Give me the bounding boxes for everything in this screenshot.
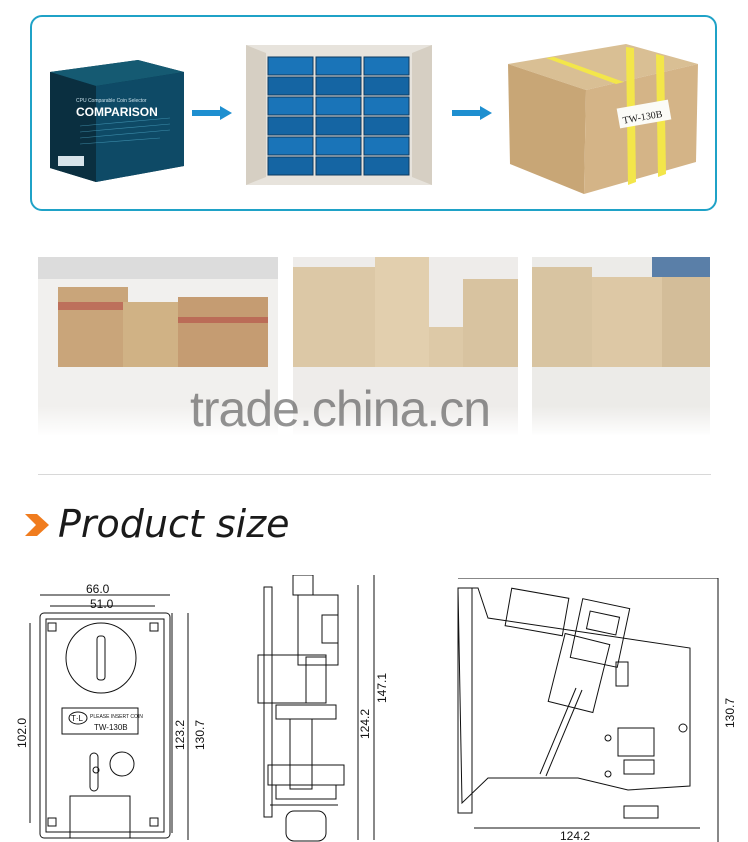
box-subtitle: CPU Comparable Coin Selector bbox=[76, 98, 147, 104]
retail-box-in-carton bbox=[315, 116, 362, 136]
retail-box-in-carton bbox=[315, 96, 362, 116]
open-carton-image bbox=[246, 45, 432, 185]
dim-side-height-outer: 147.1 bbox=[375, 673, 389, 703]
retail-box-in-carton bbox=[315, 56, 362, 76]
retail-box-in-carton bbox=[267, 116, 314, 136]
watermark-text: trade.china.cn bbox=[190, 381, 491, 437]
retail-box-image: CPU Comparable Coin Selector COMPARISON bbox=[50, 60, 184, 182]
retail-box-in-carton bbox=[267, 96, 314, 116]
box-brand: COMPARISON bbox=[76, 105, 158, 119]
arrow-right-icon bbox=[192, 106, 232, 120]
dim-side-height-inner: 124.2 bbox=[358, 709, 372, 739]
retail-box-in-carton bbox=[363, 76, 410, 96]
rear-view-drawing: 130.7 124.2 bbox=[457, 578, 737, 842]
retail-box-in-carton bbox=[363, 56, 410, 76]
retail-box-in-carton bbox=[363, 156, 410, 176]
side-view-drawing: 124.2 147.1 bbox=[257, 575, 389, 842]
retail-box-in-carton bbox=[267, 136, 314, 156]
warehouse-photo-1 bbox=[38, 257, 278, 435]
warehouse-photo-2 bbox=[293, 257, 518, 435]
plate-text: PLEASE INSERT COIN bbox=[90, 714, 143, 720]
plate-logo: T·L bbox=[71, 714, 84, 723]
retail-box-in-carton bbox=[267, 76, 314, 96]
retail-box-in-carton bbox=[267, 156, 314, 176]
front-view-drawing: T·L PLEASE INSERT COIN TW-130B 66.0 51.0… bbox=[15, 582, 207, 840]
retail-box-in-carton bbox=[363, 116, 410, 136]
retail-box-in-carton bbox=[315, 76, 362, 96]
dim-height-outer: 130.7 bbox=[193, 720, 207, 750]
arrow-right-icon bbox=[452, 106, 492, 120]
retail-box-in-carton bbox=[363, 136, 410, 156]
dim-rear-height: 130.7 bbox=[723, 698, 737, 728]
dim-width-outer: 66.0 bbox=[86, 582, 110, 596]
retail-box-in-carton bbox=[363, 96, 410, 116]
shipping-carton-image: TW-130B bbox=[508, 44, 698, 194]
retail-box-in-carton bbox=[315, 136, 362, 156]
dim-height-inner: 123.2 bbox=[173, 720, 187, 750]
dim-width-inner: 51.0 bbox=[90, 597, 114, 611]
warehouse-photo-3 bbox=[532, 257, 710, 435]
section-title: Product size bbox=[58, 502, 290, 546]
dim-height-left: 102.0 bbox=[15, 718, 29, 748]
dim-rear-width: 124.2 bbox=[560, 829, 590, 842]
retail-box-in-carton bbox=[315, 156, 362, 176]
plate-model: TW-130B bbox=[94, 723, 128, 732]
retail-box-in-carton bbox=[267, 56, 314, 76]
section-divider bbox=[38, 474, 711, 475]
chevron-right-icon bbox=[25, 514, 49, 536]
